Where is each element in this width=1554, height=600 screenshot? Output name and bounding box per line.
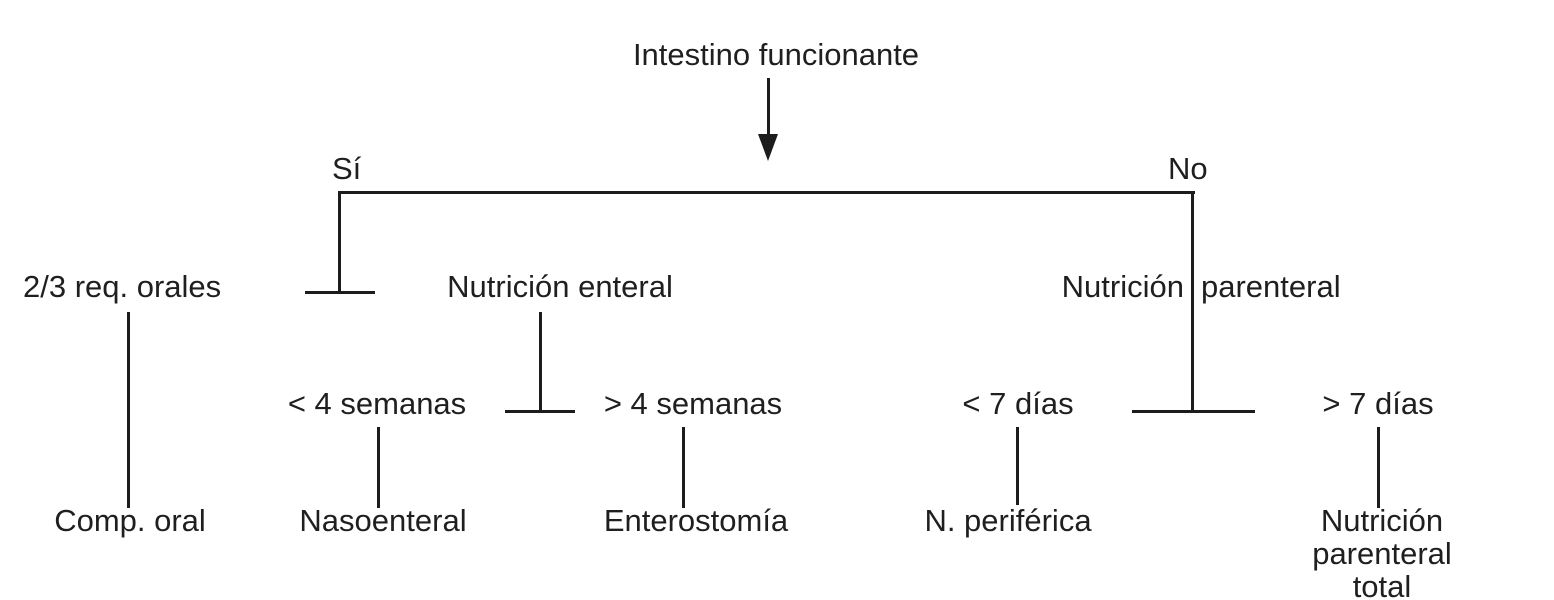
- node-nutricion-parenteral-total: Nutrición parenteral total: [1312, 503, 1452, 600]
- connector-gt4-vertical: [682, 427, 685, 508]
- node-nasoenteral: Nasoenteral: [299, 503, 467, 538]
- node-enterostomia: Enterostomía: [603, 503, 789, 538]
- node-menos-7-dias: < 7 días: [962, 386, 1074, 421]
- node-intestino-funcionante: Intestino funcionante: [632, 37, 920, 72]
- root-arrow-shaft: [767, 78, 770, 136]
- connector-main-horizontal: [339, 191, 1195, 194]
- connector-gt7-vertical: [1377, 427, 1380, 508]
- node-nutricion-parenteral-word1: Nutrición: [1061, 269, 1184, 304]
- connector-si-terminal-bar: [305, 291, 375, 294]
- node-23-req-orales: 2/3 req. orales: [23, 269, 222, 304]
- branch-label-no: No: [1168, 151, 1208, 186]
- connector-oral-vertical: [127, 312, 130, 508]
- node-comp-oral: Comp. oral: [54, 503, 206, 538]
- connector-enteral-junction-bar: [505, 410, 575, 413]
- node-mas-7-dias: > 7 días: [1322, 386, 1434, 421]
- branch-label-si: Sí: [332, 151, 362, 186]
- node-menos-4-semanas: < 4 semanas: [287, 386, 467, 421]
- node-mas-4-semanas: > 4 semanas: [603, 386, 783, 421]
- connector-no-vertical: [1191, 191, 1194, 413]
- connector-si-vertical: [338, 191, 341, 294]
- connector-lt4-vertical: [377, 427, 380, 508]
- connector-parenteral-junction-bar: [1132, 410, 1255, 413]
- connector-enteral-vertical: [539, 312, 542, 413]
- node-nutricion-parenteral-word2: parenteral: [1201, 269, 1341, 304]
- node-nutricion-enteral: Nutrición enteral: [447, 269, 673, 304]
- root-arrow-head-icon: [758, 134, 778, 161]
- connector-lt7-vertical: [1016, 427, 1019, 505]
- node-n-periferica: N. periférica: [924, 503, 1092, 538]
